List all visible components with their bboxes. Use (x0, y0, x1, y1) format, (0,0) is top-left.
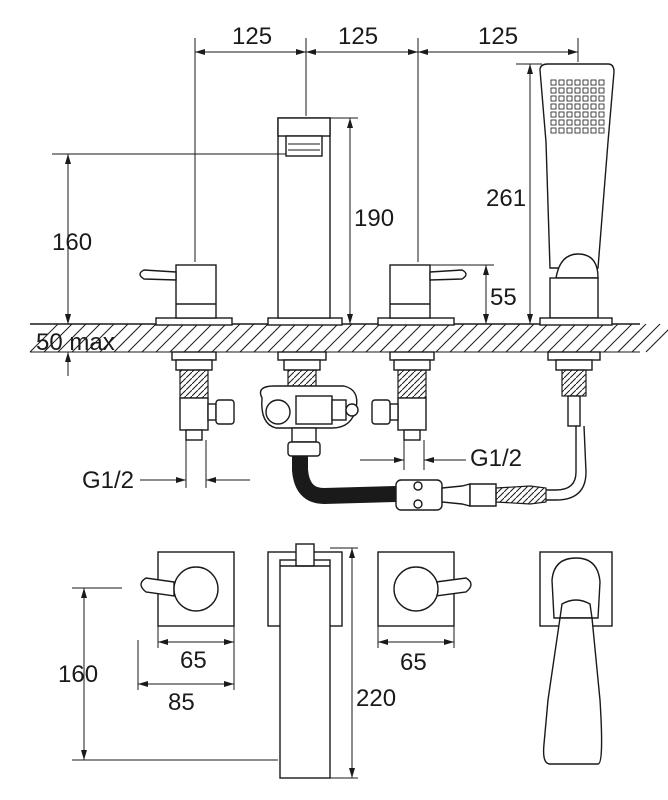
spout-length-dimension: 220 (356, 685, 396, 712)
spout-plan (267, 543, 343, 779)
thread-right-dimension: G1/2 (470, 445, 522, 472)
right-valve-plan (377, 551, 472, 627)
handshower-height-dimension: 261 (486, 185, 526, 212)
spout-length-dimension-line (330, 547, 358, 779)
handle-height-dimension: 160 (52, 229, 92, 256)
spray-nozzle-grid (550, 79, 605, 134)
handle-body-dimension: 55 (490, 284, 517, 311)
braided-hose (292, 425, 587, 511)
deck-thickness-dimension: 50 max (36, 329, 115, 356)
spacing-dimension-1: 125 (232, 23, 272, 50)
handshower-side (539, 63, 615, 427)
handshower-plan (539, 551, 613, 765)
handshower-height-dimension-line (516, 63, 542, 324)
top-dimension-lines (194, 38, 579, 262)
plan-depth-dimension-line (72, 587, 278, 761)
thread-left-dimension: G1/2 (82, 467, 134, 494)
plan-depth-dimension: 160 (58, 661, 98, 688)
spout-height-dimension-line (330, 117, 358, 324)
left-dimension-lines (52, 153, 286, 376)
handle-body-dimension-line (430, 264, 494, 324)
spacing-dimension-2: 125 (338, 23, 378, 50)
right-valve-side (371, 264, 467, 470)
deck-section (29, 323, 668, 353)
spout-height-dimension: 190 (354, 205, 394, 232)
left-valve-side (139, 264, 235, 488)
left-plate-inner-dimension: 65 (180, 647, 207, 674)
right-plate-inner-dimension: 65 (400, 649, 427, 676)
left-valve-plan (140, 551, 235, 627)
diverter-side (259, 385, 359, 457)
spout-side (267, 117, 343, 393)
spacing-dimension-3: 125 (478, 23, 518, 50)
right-plate-dimension-lines (377, 626, 455, 648)
left-plate-dimension-lines (137, 626, 235, 690)
left-plate-outer-dimension: 85 (168, 689, 195, 716)
